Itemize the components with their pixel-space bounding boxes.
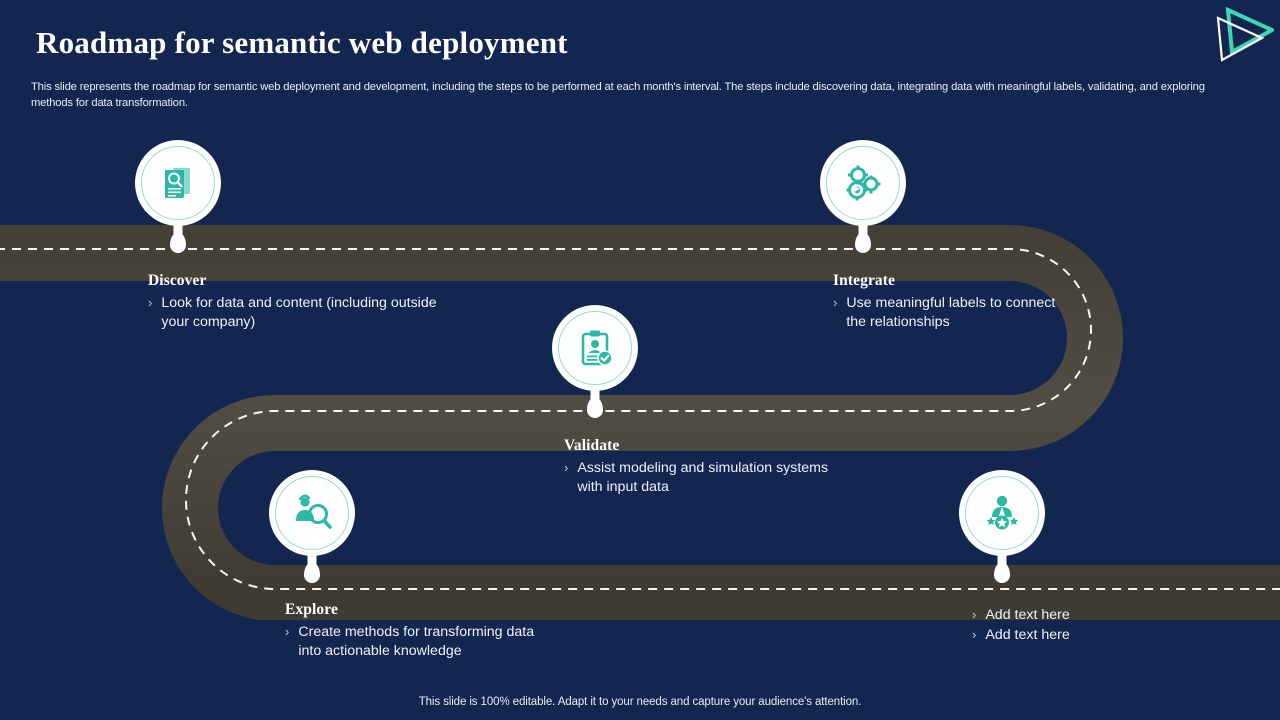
chevron-right-icon: › [148, 295, 153, 310]
milestone-text-placeholder: › Add text here › Add text here [972, 606, 1222, 646]
bullet-text: Use meaningful labels to connect the rel… [846, 295, 1056, 330]
list-item: › Add text here [972, 606, 1222, 625]
document-search-icon [156, 161, 200, 205]
milestone-marker-validate[interactable] [552, 305, 638, 418]
marker-bulb [135, 140, 221, 226]
milestone-heading-explore: Explore [285, 601, 338, 618]
bullet-text: Create methods for transforming data int… [298, 624, 535, 659]
marker-bulb [269, 470, 355, 556]
marker-stem [304, 550, 320, 583]
milestone-bullets-integrate: › Use meaningful labels to connect the r… [833, 294, 1063, 332]
roadmap-road-graphic [0, 120, 1280, 621]
list-item: › Create methods for transforming data i… [285, 623, 560, 661]
bullet-text: Add text here [985, 607, 1070, 623]
milestone-heading-validate: Validate [564, 437, 620, 454]
milestone-text-validate: Validate › Assist modeling and simulatio… [564, 437, 829, 498]
marker-bulb [959, 470, 1045, 556]
milestone-heading-integrate: Integrate [833, 272, 896, 289]
milestone-marker-explore[interactable] [269, 470, 355, 583]
milestone-marker-placeholder[interactable] [959, 470, 1045, 583]
marker-stem [994, 550, 1010, 583]
list-item: › Add text here [972, 626, 1222, 645]
milestone-bullets-discover: › Look for data and content (including o… [148, 294, 448, 332]
clipboard-check-icon [573, 326, 617, 370]
chevron-right-icon: › [285, 624, 290, 639]
page-title: Roadmap for semantic web deployment [36, 25, 568, 60]
bullet-text: Look for data and content (including out… [161, 295, 437, 330]
list-item: › Look for data and content (including o… [148, 294, 448, 332]
chevron-right-icon: › [833, 295, 838, 310]
company-logo [1204, 4, 1277, 64]
milestone-marker-integrate[interactable] [820, 140, 906, 253]
slide-footer-note: This slide is 100% editable. Adapt it to… [418, 696, 862, 708]
marker-stem [170, 220, 186, 253]
milestone-bullets-validate: › Assist modeling and simulation systems… [564, 459, 829, 497]
marker-bulb [552, 305, 638, 391]
person-stars-icon [980, 491, 1024, 535]
milestone-text-discover: Discover › Look for data and content (in… [148, 272, 448, 333]
person-search-icon [290, 491, 334, 535]
list-item: › Assist modeling and simulation systems… [564, 459, 829, 497]
marker-bulb [820, 140, 906, 226]
list-item: › Use meaningful labels to connect the r… [833, 294, 1063, 332]
chevron-right-icon: › [972, 626, 977, 642]
milestone-bullets-placeholder: › Add text here › Add text here [972, 606, 1222, 645]
bullet-text: Add text here [985, 626, 1070, 643]
milestone-bullets-explore: › Create methods for transforming data i… [285, 623, 560, 661]
milestone-text-explore: Explore › Create methods for transformin… [285, 601, 560, 662]
bullet-text: Assist modeling and simulation systems w… [577, 460, 829, 495]
milestone-marker-discover[interactable] [135, 140, 221, 253]
marker-stem [855, 220, 871, 253]
milestone-text-integrate: Integrate › Use meaningful labels to con… [833, 272, 1063, 333]
milestone-heading-discover: Discover [148, 272, 207, 289]
page-subtitle: This slide represents the roadmap for se… [31, 81, 1205, 109]
chevron-right-icon: › [564, 460, 569, 475]
marker-stem [587, 385, 603, 418]
chevron-right-icon: › [972, 607, 977, 622]
gears-icon [841, 161, 885, 205]
